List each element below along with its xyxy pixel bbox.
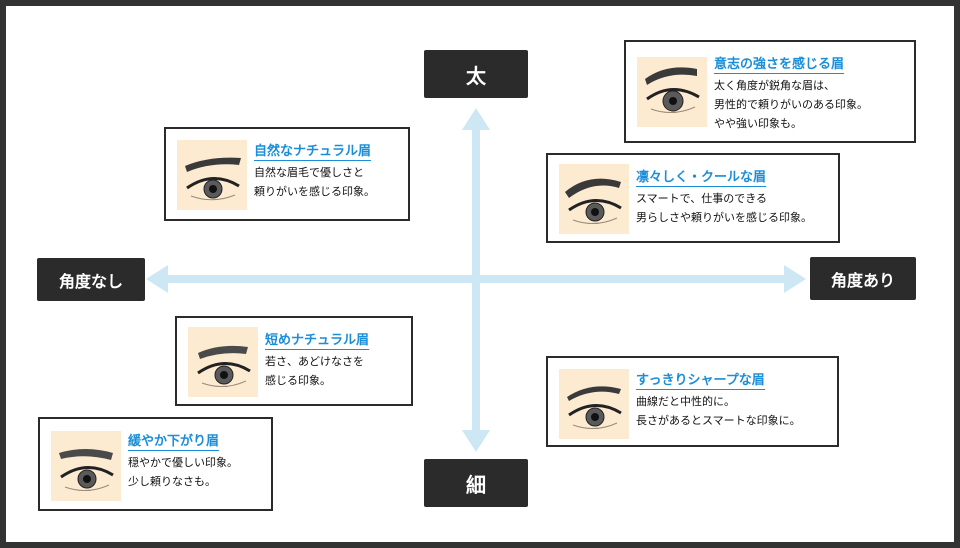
- description-line: 自然な眉毛で優しさと: [254, 166, 364, 179]
- brow-card-description: 穏やかで優しい印象。 少し頼りなさも。: [128, 453, 238, 491]
- arched-cool-brow-eye-icon: [559, 164, 629, 234]
- description-line: 感じる印象。: [265, 374, 331, 387]
- description-line: やや強い印象も。: [714, 117, 802, 130]
- brow-card-title: 凛々しく・クールな眉: [636, 166, 767, 187]
- description-line: 穏やかで優しい印象。: [128, 456, 238, 469]
- brow-card-strong-will: 意志の強さを感じる眉 太く角度が鋭角な眉は、 男性的で頼りがいのある印象。 やや…: [624, 40, 916, 143]
- description-line: 男らしさや頼りがいを感じる印象。: [636, 211, 812, 224]
- brow-card-title: すっきりシャープな眉: [636, 369, 765, 390]
- brow-card-gentle-droop: 緩やか下がり眉 穏やかで優しい印象。 少し頼りなさも。: [38, 417, 273, 511]
- description-line: 頼りがいを感じる印象。: [254, 185, 375, 198]
- description-line: 男性的で頼りがいのある印象。: [714, 98, 868, 111]
- arrow-head-down: [462, 430, 490, 452]
- arrow-head-right: [784, 265, 806, 293]
- description-line: 太く角度が鋭角な眉は、: [714, 79, 835, 92]
- brow-card-short-natural: 短めナチュラル眉 若さ、あどけなさを 感じる印象。: [175, 316, 413, 406]
- axis-label-bottom: 細: [424, 459, 528, 507]
- thick-angled-brow-eye-icon: [637, 57, 707, 127]
- description-line: 曲線だと中性的に。: [636, 395, 735, 408]
- gentle-droop-brow-eye-icon: [51, 431, 121, 501]
- brow-card-title: 自然なナチュラル眉: [254, 140, 372, 161]
- arrow-head-up: [462, 108, 490, 130]
- description-line: 長さがあるとスマートな印象に。: [636, 414, 801, 427]
- description-line: スマートで、仕事のできる: [636, 192, 768, 205]
- axis-label-right: 角度あり: [810, 257, 916, 300]
- description-line: 少し頼りなさも。: [128, 475, 216, 488]
- brow-card-title: 意志の強さを感じる眉: [714, 53, 845, 74]
- brow-card-description: 太く角度が鋭角な眉は、 男性的で頼りがいのある印象。 やや強い印象も。: [714, 76, 868, 133]
- thin-arched-brow-eye-icon: [559, 369, 629, 439]
- brow-card-title: 短めナチュラル眉: [265, 329, 370, 350]
- brow-card-description: スマートで、仕事のできる 男らしさや頼りがいを感じる印象。: [636, 189, 812, 227]
- arrow-head-left: [146, 265, 168, 293]
- natural-straight-brow-eye-icon: [177, 140, 247, 210]
- brow-card-description: 若さ、あどけなさを 感じる印象。: [265, 352, 364, 390]
- short-natural-brow-eye-icon: [188, 327, 258, 397]
- brow-card-title: 緩やか下がり眉: [128, 430, 220, 451]
- brow-card-sharp: すっきりシャープな眉 曲線だと中性的に。 長さがあるとスマートな印象に。: [546, 356, 839, 447]
- brow-card-description: 自然な眉毛で優しさと 頼りがいを感じる印象。: [254, 163, 375, 201]
- axis-label-left: 角度なし: [37, 258, 145, 301]
- axis-label-top: 太: [424, 50, 528, 98]
- brow-card-cool: 凛々しく・クールな眉 スマートで、仕事のできる 男らしさや頼りがいを感じる印象。: [546, 153, 840, 243]
- brow-card-description: 曲線だと中性的に。 長さがあるとスマートな印象に。: [636, 392, 801, 430]
- brow-card-natural: 自然なナチュラル眉 自然な眉毛で優しさと 頼りがいを感じる印象。: [164, 127, 410, 221]
- description-line: 若さ、あどけなさを: [265, 355, 364, 368]
